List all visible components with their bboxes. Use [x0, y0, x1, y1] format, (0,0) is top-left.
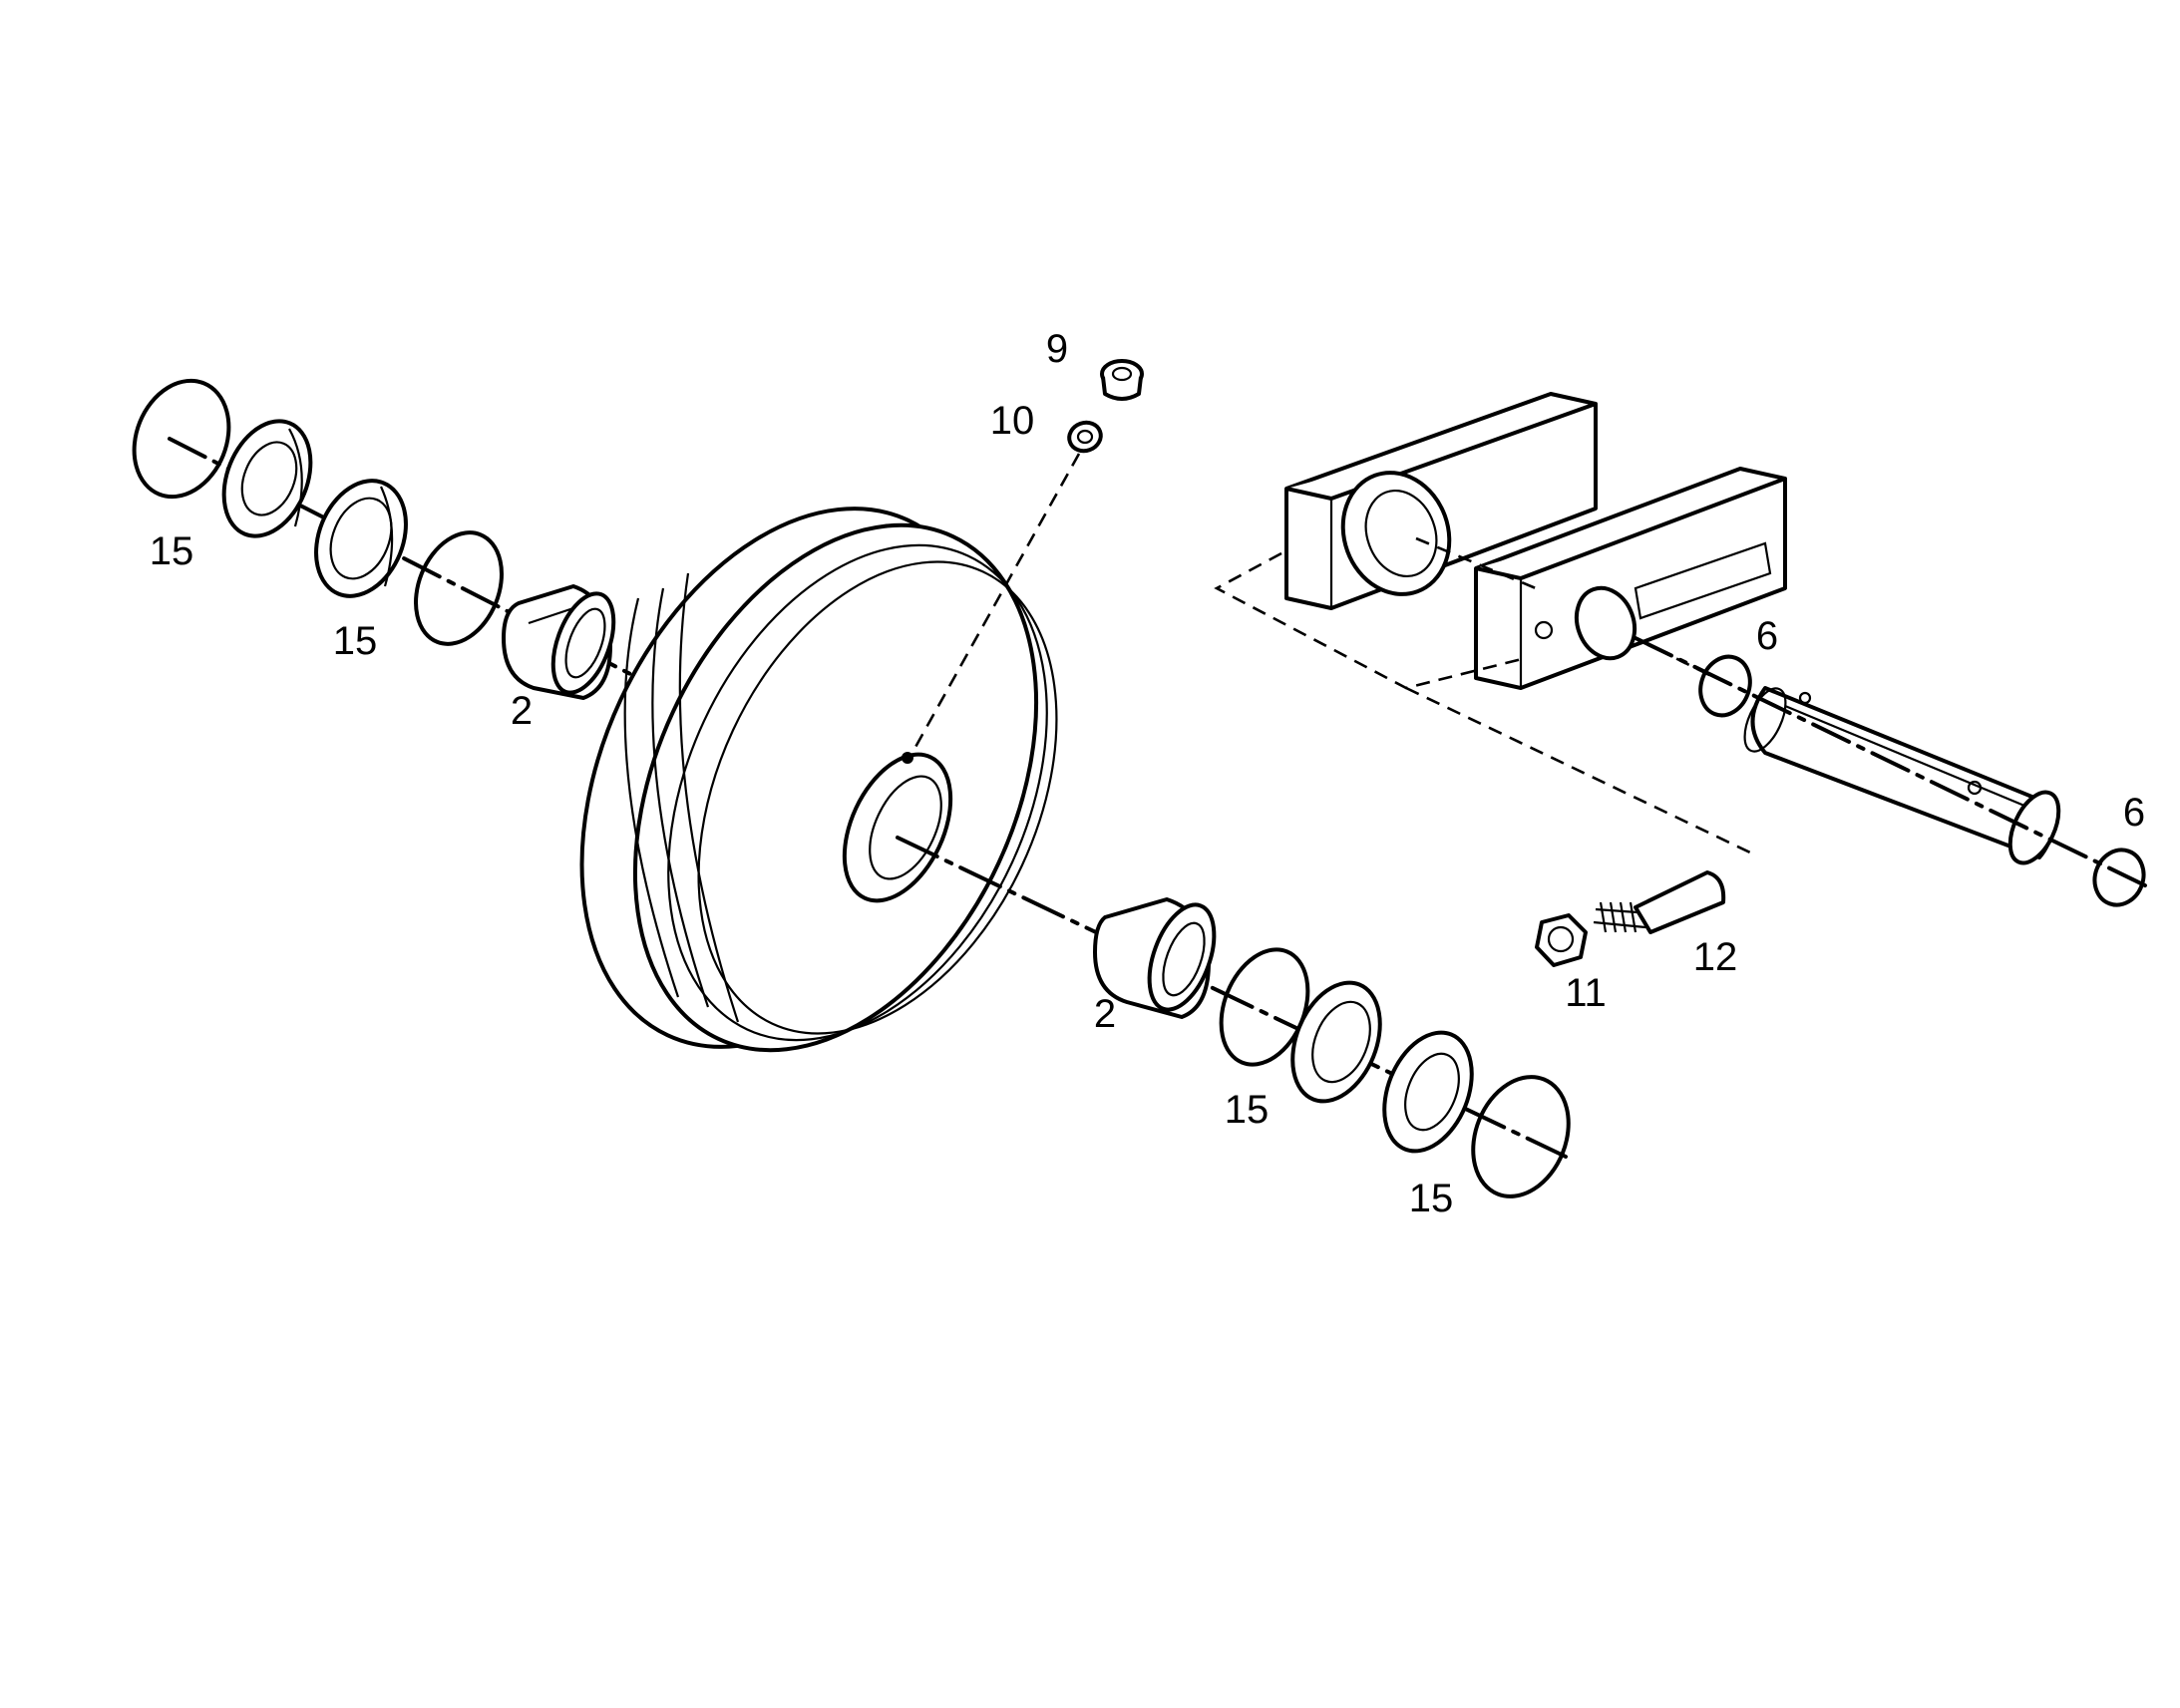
grease-fitting — [1593, 870, 1726, 934]
plug-dashed-path — [908, 453, 1081, 759]
right-seal-ring — [1290, 980, 1382, 1104]
callout-15-right-outer: 15 — [1408, 1177, 1454, 1220]
callout-12: 12 — [1692, 935, 1738, 979]
callout-15-left-inner: 15 — [332, 619, 378, 663]
right-bushing — [1093, 897, 1217, 1019]
hex-nut — [1535, 913, 1588, 967]
callout-2-left: 2 — [510, 689, 534, 733]
callout-15-right-inner: 15 — [1224, 1088, 1270, 1132]
callout-9: 9 — [1045, 327, 1069, 371]
idler-wheel — [579, 507, 1058, 1053]
left-thrust-washer — [221, 419, 313, 538]
seal-ring-10 — [1067, 420, 1103, 454]
pin-o-ring-left — [1698, 654, 1752, 718]
left-bushing — [502, 584, 616, 700]
callout-15-left-outer: 15 — [149, 529, 194, 573]
callout-6-upper: 6 — [1755, 614, 1779, 658]
front-bracket — [1474, 467, 1787, 690]
callout-2-right: 2 — [1093, 992, 1117, 1036]
pin-o-ring-right — [2092, 848, 2146, 907]
plug-9 — [1100, 359, 1144, 401]
callout-10: 10 — [989, 399, 1035, 443]
callout-11: 11 — [1565, 971, 1607, 1015]
pin-axis-line — [1634, 636, 2151, 889]
right-outer-snap-ring — [1471, 1075, 1571, 1198]
left-outer-snap-ring — [132, 378, 231, 500]
left-o-ring — [414, 530, 504, 646]
left-seal-ring — [314, 479, 408, 598]
rear-bracket — [1284, 392, 1598, 610]
callout-6-lower: 6 — [2122, 791, 2146, 835]
right-thrust-washer — [1382, 1030, 1474, 1154]
